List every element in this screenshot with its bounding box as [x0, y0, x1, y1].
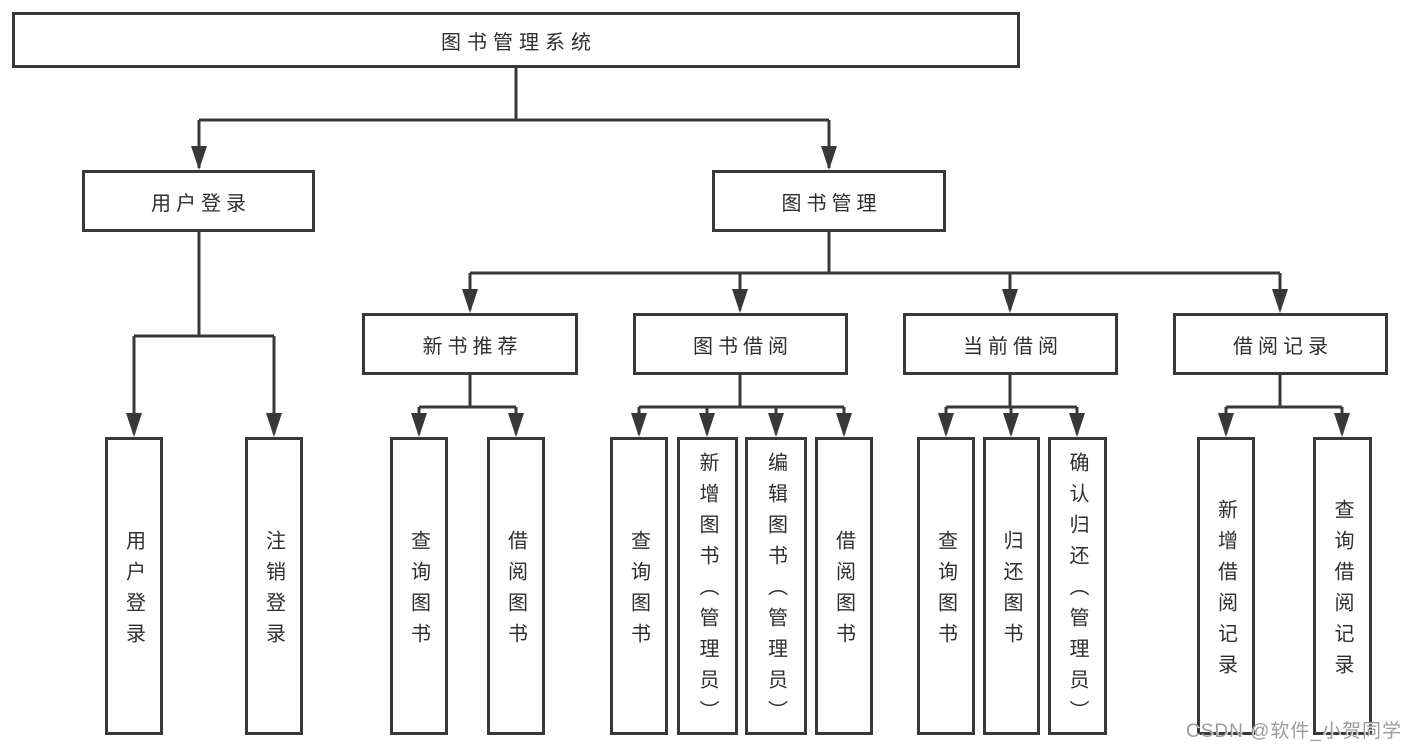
node-library-management-system: 图书管理系统	[12, 12, 1020, 68]
leaf-label: 查询图书	[934, 529, 957, 654]
leaf-label: 确认归还（管理员）	[1066, 452, 1088, 731]
csdn-watermark: CSDN @软件_小贺同学	[1186, 721, 1402, 742]
node-label: 图书管理系统	[441, 31, 597, 54]
leaf-borrow-books-recommend: 借阅图书	[487, 437, 545, 735]
leaf-label: 新增借阅记录	[1214, 498, 1237, 685]
node-new-book-recommendation: 新书推荐	[362, 313, 578, 375]
leaf-label: 查询图书	[407, 529, 430, 654]
node-label: 用户登录	[151, 192, 251, 215]
leaf-return-books: 归还图书	[983, 437, 1040, 735]
node-label: 图书管理	[781, 192, 882, 215]
node-book-management: 图书管理	[712, 170, 946, 232]
leaf-label: 注销登录	[262, 529, 285, 654]
leaf-query-books-borrowing: 查询图书	[610, 437, 668, 735]
tree-edges	[132, 68, 1344, 434]
node-user-login: 用户登录	[82, 170, 315, 232]
leaf-borrow-books-borrowing: 借阅图书	[815, 437, 873, 735]
node-book-borrowing: 图书借阅	[633, 313, 848, 375]
leaf-query-books-recommend: 查询图书	[390, 437, 448, 735]
node-label: 图书借阅	[693, 335, 793, 358]
leaf-label: 归还图书	[1000, 529, 1022, 654]
node-current-borrowing: 当前借阅	[903, 313, 1118, 375]
leaf-query-books-current: 查询图书	[917, 437, 975, 735]
leaf-label: 查询借阅记录	[1331, 498, 1353, 685]
leaf-logout: 注销登录	[245, 437, 303, 735]
node-label: 当前借阅	[963, 335, 1063, 358]
node-label: 新书推荐	[422, 335, 523, 358]
leaf-label: 查询图书	[627, 529, 650, 654]
leaf-label: 编辑图书（管理员）	[764, 452, 787, 731]
leaf-user-login: 用户登录	[105, 437, 163, 735]
leaf-edit-books-admin: 编辑图书（管理员）	[745, 437, 807, 735]
leaf-label: 用户登录	[122, 529, 145, 654]
leaf-label: 借阅图书	[832, 529, 855, 654]
leaf-add-books-admin: 新增图书（管理员）	[677, 437, 738, 735]
leaf-confirm-return-admin: 确认归还（管理员）	[1048, 437, 1107, 735]
leaf-label: 借阅图书	[504, 529, 527, 654]
node-borrowing-records: 借阅记录	[1173, 313, 1388, 375]
leaf-query-borrow-record: 查询借阅记录	[1313, 437, 1372, 735]
node-label: 借阅记录	[1233, 335, 1333, 358]
leaf-label: 新增图书（管理员）	[696, 452, 718, 731]
leaf-add-borrow-record: 新增借阅记录	[1197, 437, 1255, 735]
